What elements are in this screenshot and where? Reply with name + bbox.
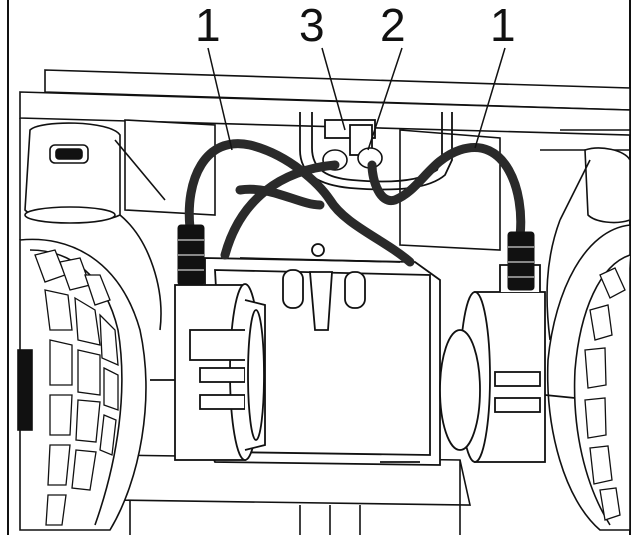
callout-1-left-cable: 1 [195,0,221,51]
callout-leaders [207,47,506,151]
left-wheel-motor [150,283,266,461]
left-caster-bracket [24,122,166,331]
callout-1-right-cable: 1 [490,0,516,51]
right-caster-bracket [546,147,631,341]
wiring-harness-cables [184,139,526,267]
left-tire-tread [34,249,119,526]
callout-2-connector: 2 [380,0,406,51]
left-wheel [17,238,147,531]
chassis-frame [19,69,631,535]
cable-plugs [177,224,535,291]
left-cable [184,139,415,267]
right-wheel [546,224,631,531]
right-cable [367,143,526,241]
callout-3-bracket: 3 [299,0,325,51]
right-tire-tread [584,267,626,521]
